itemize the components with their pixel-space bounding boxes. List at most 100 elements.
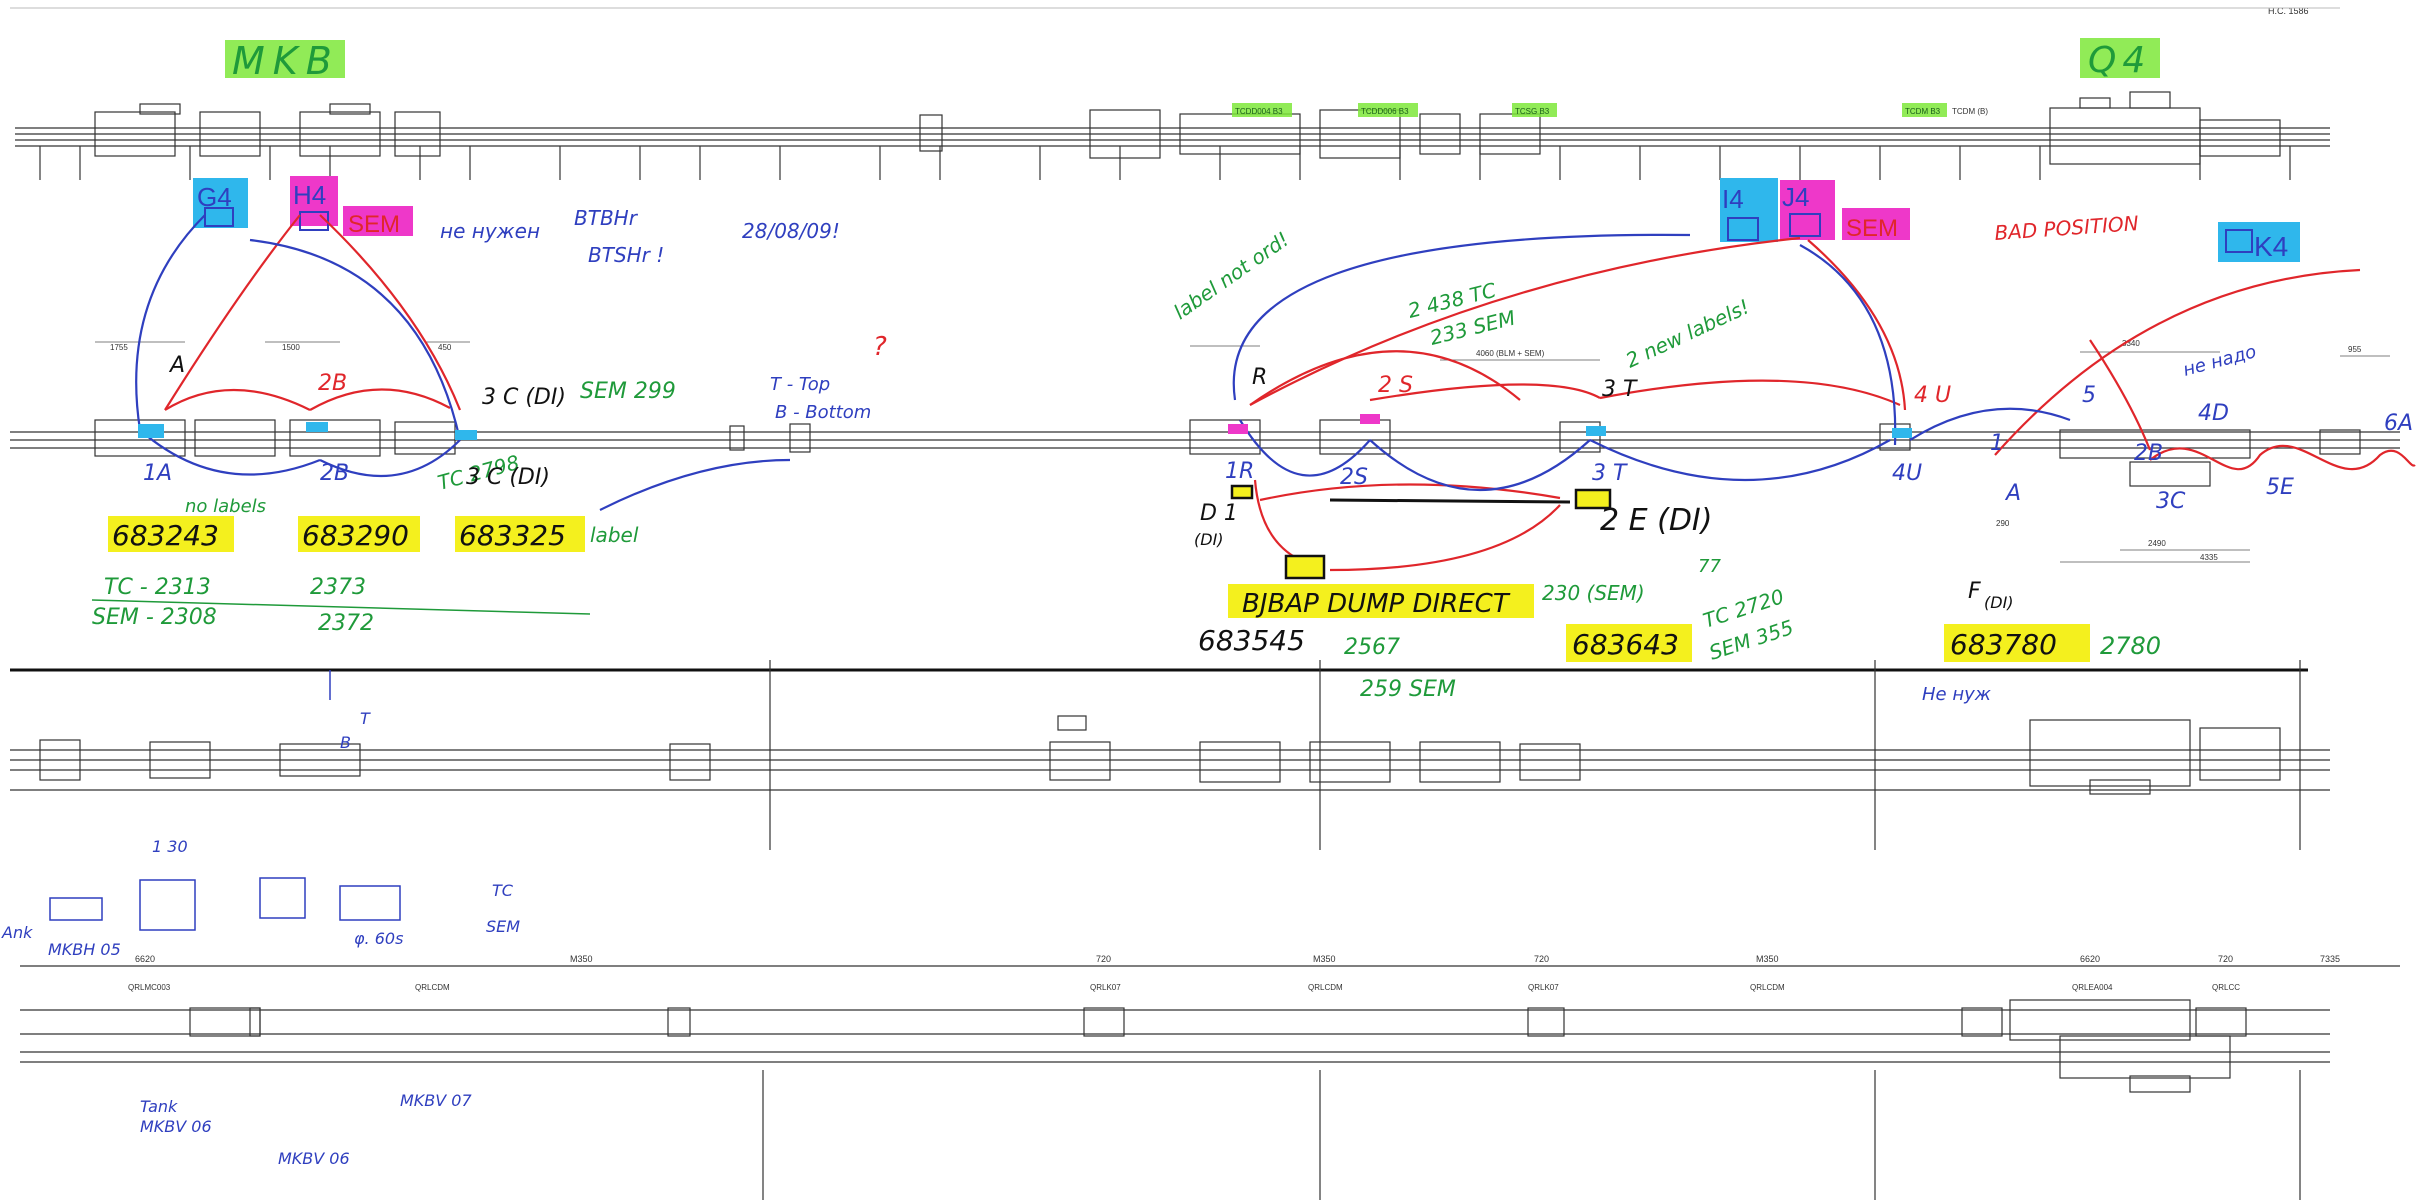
svg-text:QRLK07: QRLK07: [1528, 983, 1559, 992]
svg-text:G4: G4: [197, 182, 232, 212]
svg-text:QRLMC003: QRLMC003: [128, 983, 171, 992]
svg-text:label not ord!: label not ord!: [1169, 227, 1293, 324]
svg-text:1: 1: [1990, 431, 2004, 456]
svg-text:259 SEM: 259 SEM: [1360, 677, 1456, 702]
svg-text:683643: 683643: [1572, 628, 1679, 661]
svg-text:2567: 2567: [1344, 635, 1400, 660]
svg-text:2B: 2B: [2134, 441, 2163, 466]
svg-text:2 S: 2 S: [1378, 373, 1413, 398]
svg-text:SEM - 2308: SEM - 2308: [92, 605, 217, 630]
svg-text:683243: 683243: [112, 519, 219, 552]
svg-text:φ. 60s: φ. 60s: [354, 929, 403, 948]
svg-text:6620: 6620: [135, 954, 155, 964]
svg-text:MKBV 06: MKBV 06: [140, 1117, 212, 1136]
svg-text:2490: 2490: [2148, 539, 2166, 548]
sheet-reference: H.C. 1586: [2268, 6, 2309, 16]
bottom-component-labels: QRLMC003 QRLCDM QRLK07 QRLCDM QRLK07 QRL…: [128, 983, 2240, 992]
svg-text:K4: K4: [2254, 231, 2288, 262]
dimensions-mid: 1755 1500 450 4060 (BLM + SEM) 3340 955 …: [110, 339, 2362, 562]
svg-text:5E: 5E: [2266, 475, 2294, 500]
svg-text:MKBV 07: MKBV 07: [400, 1091, 472, 1110]
svg-text:3C: 3C: [2156, 489, 2186, 514]
svg-text:label: label: [590, 523, 639, 547]
svg-text:5: 5: [2082, 383, 2096, 408]
station-dots: [138, 414, 1912, 440]
svg-text:TCDD004 B3: TCDD004 B3: [1235, 107, 1283, 116]
top-beamline: [15, 127, 2330, 180]
bottom-dimension-labels: 6620 M350 720 M350 720 M350 6620 720 733…: [135, 954, 2340, 964]
svg-text:6620: 6620: [2080, 954, 2100, 964]
svg-text:230 (SEM): 230 (SEM): [1542, 581, 1645, 605]
svg-text:1755: 1755: [110, 343, 128, 352]
svg-text:MKBH 05: MKBH 05: [48, 940, 121, 959]
sketches: Ank MKBH 05 1 30 φ. 60s TC SEM Tank MKBV…: [1, 837, 520, 1168]
svg-text:QRLK07: QRLK07: [1090, 983, 1121, 992]
svg-text:TCDD006 B3: TCDD006 B3: [1361, 107, 1409, 116]
svg-text:SEM: SEM: [1846, 215, 1898, 242]
svg-text:683290: 683290: [302, 519, 409, 552]
svg-text:J4: J4: [1782, 182, 1809, 212]
svg-text:SEM 299: SEM 299: [580, 379, 676, 404]
svg-text:3 T: 3 T: [1602, 377, 1638, 402]
svg-text:Tank: Tank: [140, 1097, 178, 1116]
svg-text:683325: 683325: [459, 519, 566, 552]
svg-text:720: 720: [2218, 954, 2233, 964]
svg-text:4060 (BLM + SEM): 4060 (BLM + SEM): [1476, 349, 1545, 358]
svg-text:TC: TC: [492, 881, 514, 900]
svg-text:QRLCDM: QRLCDM: [1750, 983, 1785, 992]
svg-text:A: A: [168, 353, 185, 378]
svg-text:2B: 2B: [318, 371, 347, 396]
bottom-beamline: [20, 965, 2400, 1200]
svg-text:D 1: D 1: [1200, 501, 1238, 526]
svg-text:2372: 2372: [318, 611, 374, 636]
svg-text:(DI): (DI): [1194, 530, 1224, 549]
svg-text:Ank: Ank: [1, 923, 33, 942]
svg-text:не нужен: не нужен: [440, 219, 540, 243]
blue-curves: [135, 214, 2071, 511]
annotation-sketch-arrow: T B: [329, 670, 371, 752]
svg-text:BAD POSITION: BAD POSITION: [1994, 211, 2140, 245]
small-boxes: [1230, 484, 1612, 580]
svg-text:TCDM B3: TCDM B3: [1905, 107, 1941, 116]
markers: A 2B 3 C (DI) 1A 2B 3 C (DI) R 2 S 3 T 4…: [143, 353, 2413, 612]
svg-text:3 C (DI): 3 C (DI): [466, 465, 550, 490]
svg-text:M350: M350: [1756, 954, 1779, 964]
svg-text:MKBV 06: MKBV 06: [278, 1149, 350, 1168]
svg-text:2373: 2373: [310, 575, 366, 600]
svg-text:720: 720: [1534, 954, 1549, 964]
svg-text:Не нуж: Не нуж: [1922, 684, 1992, 705]
svg-text:TCDM (B): TCDM (B): [1952, 107, 1988, 116]
svg-text:TCSG B3: TCSG B3: [1515, 107, 1550, 116]
svg-text:1 30: 1 30: [152, 837, 188, 856]
q4-title: Q4: [2088, 40, 2151, 81]
svg-text:QRLCDM: QRLCDM: [415, 983, 450, 992]
svg-text:QRLCDM: QRLCDM: [1308, 983, 1343, 992]
svg-text:F: F: [1968, 579, 1981, 604]
svg-text:SEM: SEM: [348, 211, 400, 238]
svg-text:SEM: SEM: [486, 917, 520, 936]
black-arrow: [1329, 498, 1571, 504]
svg-text:4U: 4U: [1892, 461, 1922, 486]
svg-text:H4: H4: [293, 180, 326, 210]
svg-text:не надо: не надо: [2181, 341, 2259, 381]
svg-text:3340: 3340: [2122, 339, 2140, 348]
svg-text:683545: 683545: [1198, 624, 1305, 657]
svg-text:77: 77: [1698, 556, 1721, 577]
lower-beamline: [10, 660, 2330, 850]
svg-text:4D: 4D: [2198, 401, 2229, 426]
svg-text:T - Top: T - Top: [770, 374, 830, 395]
svg-text:1A: 1A: [143, 461, 172, 486]
svg-text:M350: M350: [1313, 954, 1336, 964]
svg-text:?: ?: [873, 332, 887, 362]
svg-text:3 T: 3 T: [1592, 461, 1628, 486]
svg-text:T: T: [360, 709, 371, 728]
svg-text:4335: 4335: [2200, 553, 2218, 562]
svg-text:1R: 1R: [1225, 459, 1254, 484]
q4-highlight: [2080, 38, 2160, 78]
svg-text:4 U: 4 U: [1914, 383, 1951, 408]
svg-text:290: 290: [1996, 519, 2010, 528]
svg-text:no labels: no labels: [185, 496, 266, 517]
svg-text:955: 955: [2348, 345, 2362, 354]
svg-text:QRLCC: QRLCC: [2212, 983, 2240, 992]
svg-text:2S: 2S: [1340, 465, 1368, 490]
